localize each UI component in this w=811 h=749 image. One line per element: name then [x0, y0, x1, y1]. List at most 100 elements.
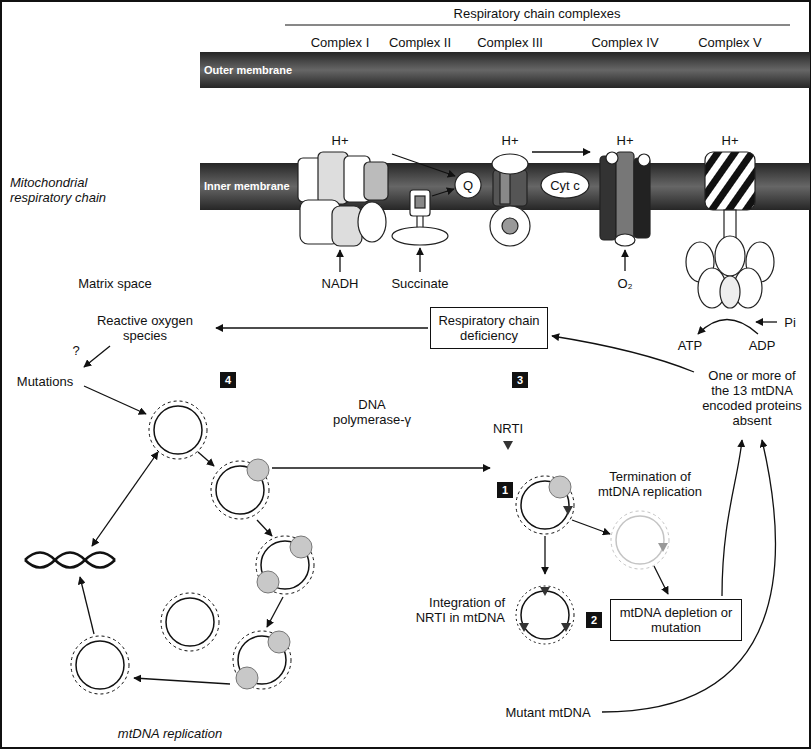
supercoiled-mtdna — [25, 553, 115, 568]
flow-arrow — [339, 250, 340, 272]
flow-arrow — [698, 320, 758, 335]
mtdna-circle — [71, 636, 129, 694]
flow-arrow — [432, 189, 454, 196]
complex-ii — [415, 196, 425, 208]
process-label: Mutations — [5, 374, 85, 389]
process-label: Reactive oxygen species — [80, 313, 210, 343]
complex-v — [720, 276, 740, 308]
complex-iii — [490, 154, 530, 246]
process-label: Termination of mtDNA replication — [590, 469, 710, 499]
complex-label: Complex V — [685, 35, 775, 50]
flow-arrow — [267, 597, 283, 627]
substrate-label: O₂ — [610, 276, 640, 291]
flow-arrow — [84, 346, 110, 367]
complex-iv — [638, 154, 650, 166]
proton-label: H+ — [715, 133, 745, 148]
substrate-label: ADP — [742, 338, 782, 353]
nrti-triangle — [561, 623, 571, 632]
complex-iv — [600, 156, 616, 240]
mtdna-circle — [161, 593, 219, 651]
polymerase-protein — [257, 571, 279, 593]
box-text: mtDNA depletion or mutation — [618, 605, 734, 635]
mtdna-circle — [521, 591, 569, 639]
nrti-triangle — [519, 623, 529, 632]
mtdna-circle — [256, 536, 314, 594]
complex-label: Complex III — [465, 35, 555, 50]
callout-number: 2 — [586, 612, 602, 628]
flow-arrow — [216, 327, 428, 328]
cytochrome-c — [541, 172, 589, 198]
complex-ii — [392, 227, 448, 245]
mtdna-circle — [149, 401, 207, 459]
flow-arrow — [134, 678, 230, 684]
process-box: mtDNA depletion or mutation — [610, 599, 742, 641]
cytochrome-c — [541, 172, 589, 198]
complex-iii — [493, 170, 527, 206]
polymerase-protein — [247, 459, 269, 481]
terminated-mtdna — [611, 511, 669, 569]
flow-arrow — [92, 452, 158, 546]
complex-ii — [410, 190, 430, 216]
nrti-triangle — [563, 506, 573, 515]
proton-label: H+ — [610, 133, 640, 148]
complex-iv — [615, 234, 635, 246]
flow-arrow — [80, 152, 777, 712]
membrane-band — [200, 52, 810, 88]
flow-arrow — [257, 520, 272, 536]
complex-iii — [502, 218, 518, 234]
mtdna-circle — [233, 631, 291, 689]
carrier-label: Q — [458, 178, 478, 193]
mtdna-circle — [166, 598, 214, 646]
callout-number: 3 — [512, 372, 528, 388]
supercoiled-mtdna — [25, 553, 115, 568]
membrane-label: Outer membrane — [204, 63, 324, 78]
complex-v — [715, 236, 745, 276]
process-label: Mutant mtDNA — [493, 705, 603, 720]
nrti-triangle — [658, 543, 668, 552]
complex-iii — [492, 154, 528, 174]
substrate-label: NADH — [310, 276, 370, 291]
drug-label: NRTI — [488, 421, 528, 436]
complex-i — [298, 152, 388, 246]
flow-arrow — [272, 467, 490, 468]
carrier-label: Cyt c — [542, 178, 588, 193]
flow-arrow — [419, 248, 420, 272]
flow-arrow — [198, 452, 214, 466]
substrate-label: Pi — [778, 315, 802, 330]
complex-i — [364, 162, 388, 200]
polymerase-protein — [290, 536, 312, 558]
note-label: ? — [69, 343, 83, 358]
nrti-triangle — [503, 441, 513, 450]
process-label: Integration of NRTI in mtDNA — [415, 595, 505, 625]
complex-iv — [606, 152, 618, 164]
box-text: Respiratory chain deficiency — [438, 313, 540, 343]
flow-arrow — [654, 566, 668, 594]
heading-label: Respiratory chain complexes — [387, 6, 687, 21]
mtdna-circle — [154, 406, 202, 454]
flow-arrow — [722, 440, 742, 596]
polymerase-protein — [549, 476, 571, 498]
flow-arrow — [544, 536, 545, 574]
complex-label: Complex IV — [580, 35, 670, 50]
flow-arrow — [392, 154, 455, 176]
complex-iv — [634, 158, 650, 238]
membrane-label: Inner membrane — [204, 179, 294, 194]
complex-i — [358, 202, 386, 242]
mtdna-circle — [516, 586, 574, 644]
region-label: Matrix space — [60, 276, 170, 291]
flow-arrow — [80, 577, 94, 634]
complex-iii — [500, 172, 510, 204]
region-label: Mitochondrial respiratory chain — [10, 175, 140, 205]
complex-iii — [490, 206, 530, 246]
complex-ii — [392, 190, 448, 245]
polymerase-protein — [236, 459, 571, 689]
mtdna-circle — [71, 401, 574, 694]
complex-label: Complex II — [375, 35, 465, 50]
heading-bracket — [285, 25, 790, 26]
heading-bracket — [285, 25, 790, 26]
flow-arrow — [572, 520, 610, 534]
polymerase-protein — [268, 631, 290, 653]
